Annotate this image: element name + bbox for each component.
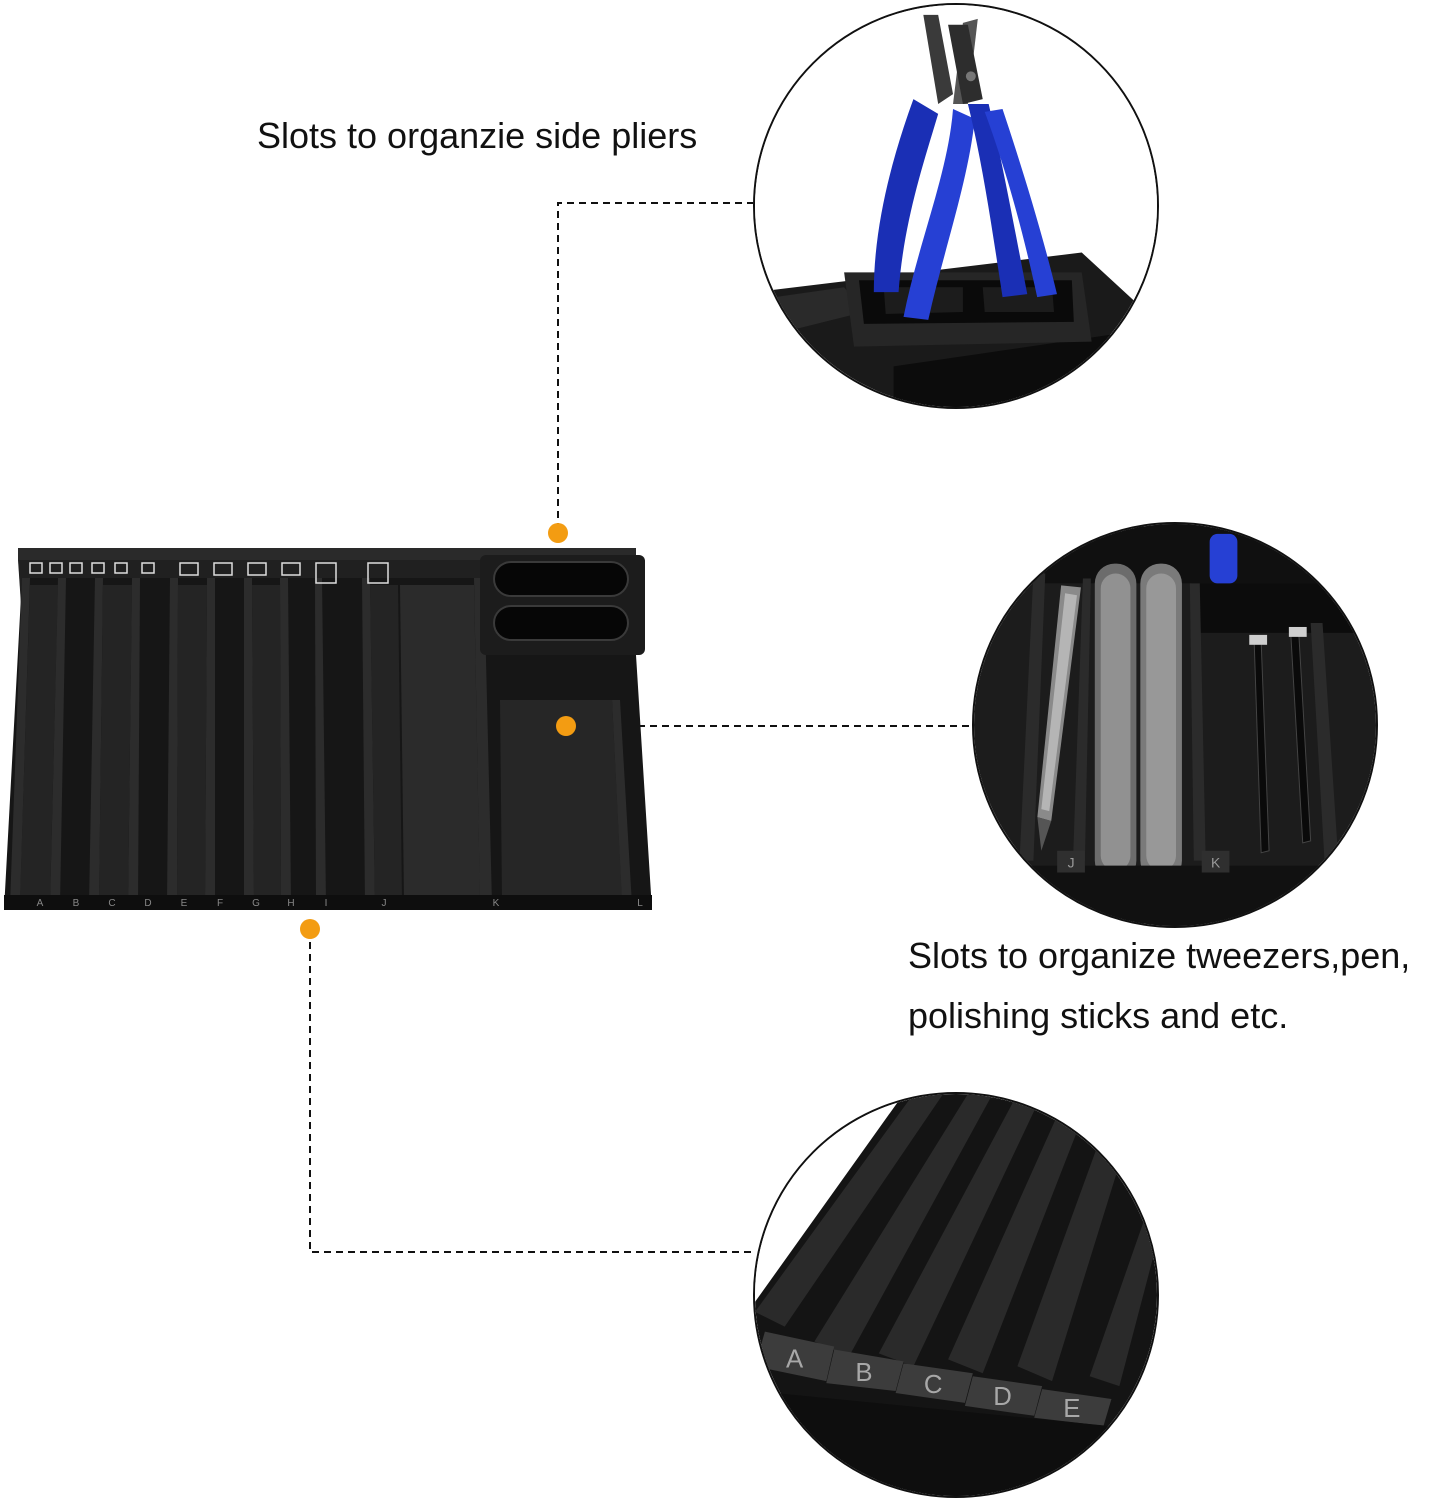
slot-label: B xyxy=(73,898,80,909)
slot-label: C xyxy=(108,898,115,909)
zoom-slot-letters: A B C D E xyxy=(786,1345,1080,1423)
leader-line-slots xyxy=(309,930,753,1253)
caption-tweezers-line-1: Slots to organize tweezers,pen, xyxy=(908,935,1411,976)
leader-lines xyxy=(309,202,972,1253)
caption-tweezers-slots: Slots to organize tweezers,pen, polishin… xyxy=(908,926,1410,1046)
zoom-circle-slots: A B C D E xyxy=(753,1092,1159,1498)
zoom-circle-tweezers: J K xyxy=(972,522,1378,928)
organizer-tray: A B C D E F G H I J K L xyxy=(4,548,652,910)
zoom-circle-pliers xyxy=(753,3,1159,409)
caption-tweezers-line-2: polishing sticks and etc. xyxy=(908,995,1289,1036)
slot-label: L xyxy=(637,898,643,909)
marker-dot-pliers xyxy=(548,523,568,543)
slot-label: G xyxy=(252,898,260,909)
clip-hooks xyxy=(29,562,389,584)
leader-line-pliers xyxy=(557,202,753,530)
marker-dot-tweezers xyxy=(556,716,576,736)
zoom-slot-label: C xyxy=(924,1371,943,1399)
slot-ridges xyxy=(10,578,632,905)
slot-label: A xyxy=(37,898,44,909)
zoom-slot-label: D xyxy=(993,1383,1012,1411)
tweezers-closeup: J K xyxy=(974,524,1376,926)
zoom-slot-label: K xyxy=(1211,855,1221,871)
zoom-slot-label: B xyxy=(855,1359,872,1387)
marker-dots xyxy=(300,523,576,939)
slot-label: J xyxy=(382,898,387,909)
slot-label: E xyxy=(181,898,188,909)
slot-label: I xyxy=(325,898,328,909)
slot-label: H xyxy=(287,898,294,909)
zoom-slot-label: J xyxy=(1068,855,1075,871)
slots-closeup: A B C D E xyxy=(755,1094,1157,1496)
slot-letter-labels: A B C D E F G H I J K L xyxy=(37,898,644,909)
slot-label: D xyxy=(144,898,151,909)
caption-side-pliers: Slots to organzie side pliers xyxy=(257,115,698,156)
zoom-slot-label: A xyxy=(786,1345,804,1373)
slot-label: K xyxy=(493,898,500,909)
pliers-closeup xyxy=(755,5,1157,407)
zoom-slot-label: E xyxy=(1063,1395,1080,1423)
slot-label: F xyxy=(217,898,223,909)
marker-dot-slots xyxy=(300,919,320,939)
